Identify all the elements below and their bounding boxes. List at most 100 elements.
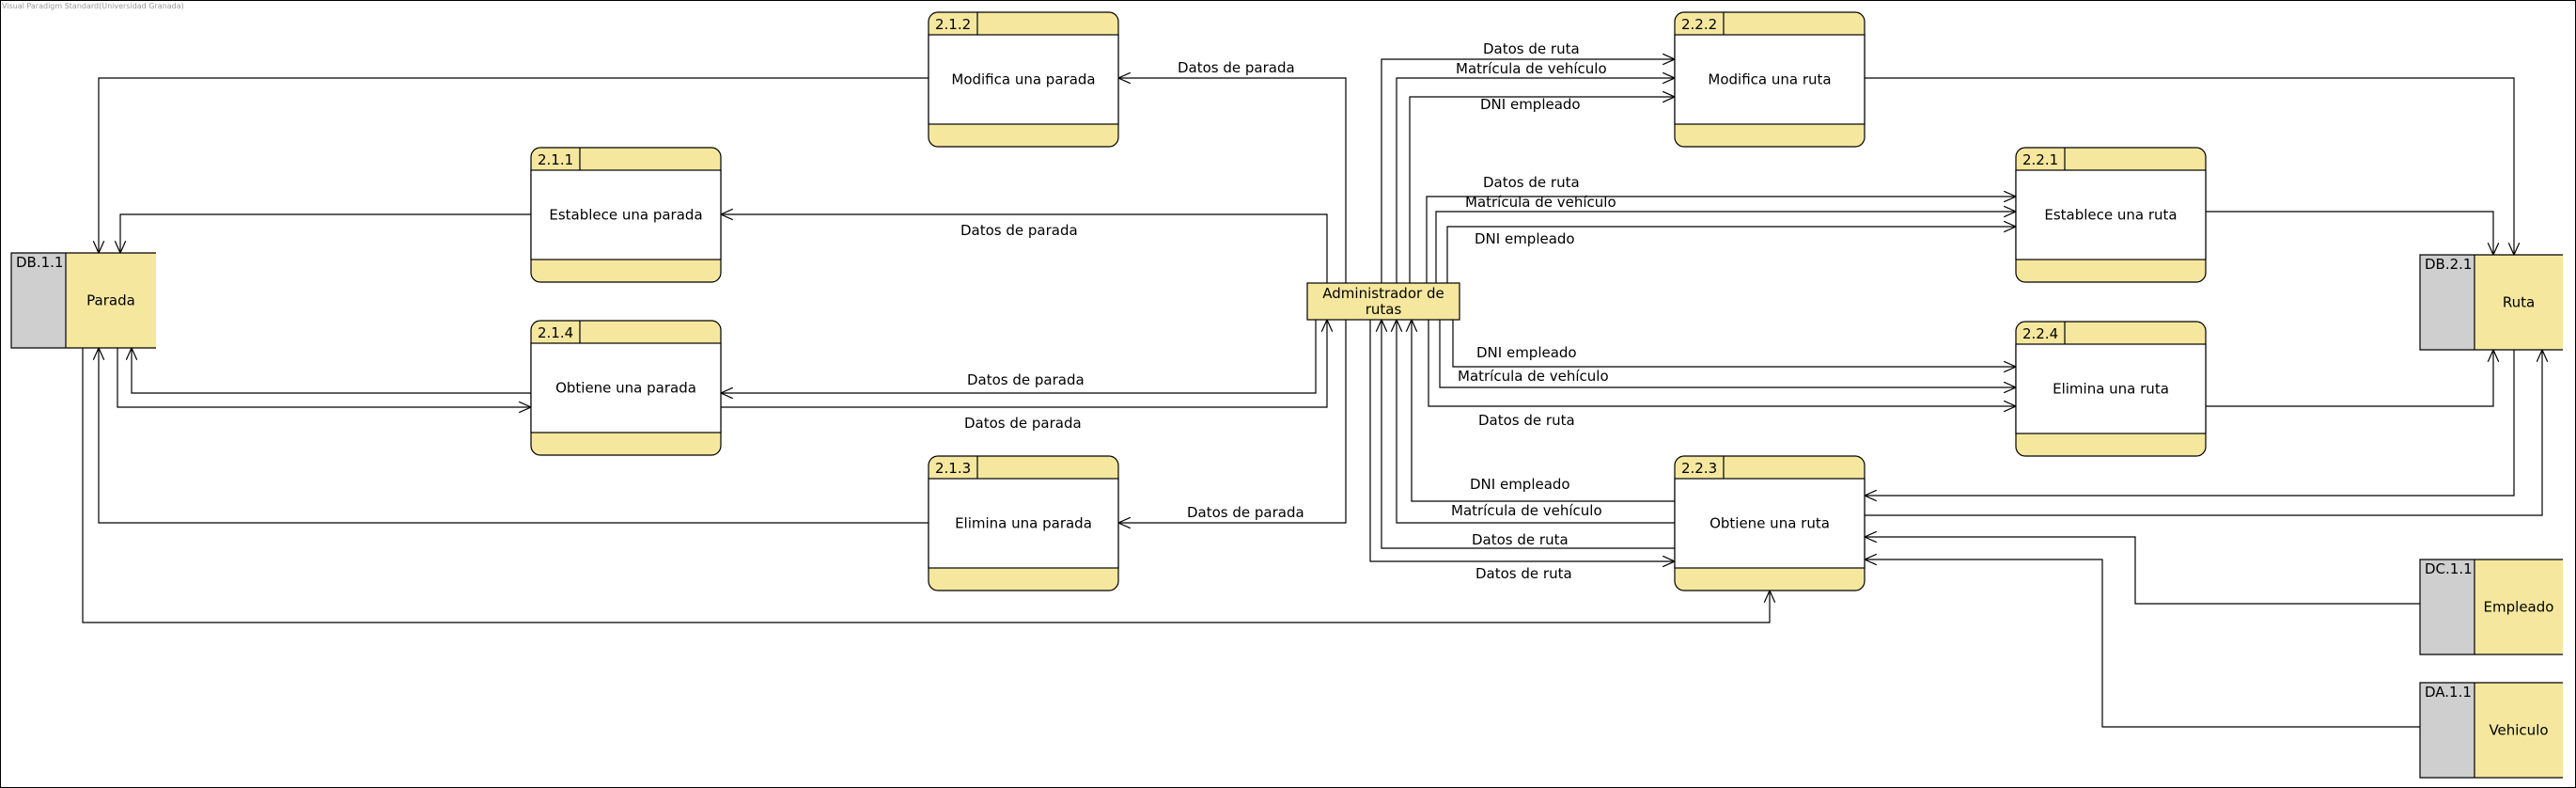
flow-label: Datos de parada xyxy=(960,222,1078,239)
flow-admin-to-2-1-3[interactable] xyxy=(1116,320,1347,529)
flow-admin-to-2-1-1[interactable] xyxy=(719,208,1328,283)
flow-label: Matrícula de vehículo xyxy=(1451,502,1602,519)
flow-2-1-4-to-parada[interactable] xyxy=(125,346,531,394)
flow-admin-to-2-2-4-ruta[interactable] xyxy=(1428,320,2018,413)
flow-line xyxy=(2206,350,2494,407)
flow-line xyxy=(1428,320,2016,407)
process-id: 2.1.4 xyxy=(538,324,573,341)
flow-line xyxy=(1865,77,2515,255)
flow-line xyxy=(1865,559,2420,728)
flow-line xyxy=(1865,536,2420,605)
flow-label: Datos de parada xyxy=(964,415,1082,432)
flow-empleado-to-2-2-3[interactable] xyxy=(1863,530,2420,605)
flow-line xyxy=(721,320,1317,394)
flow-line xyxy=(1396,77,1675,283)
flow-line xyxy=(1452,320,2016,368)
flow-admin-to-2-2-2-ruta[interactable] xyxy=(1381,53,1677,283)
flow-label: Datos de parada xyxy=(1178,59,1295,76)
process-name: Modifica una ruta xyxy=(1708,71,1831,88)
flow-label: DNI empleado xyxy=(1476,344,1577,361)
flow-label: DNI empleado xyxy=(1470,476,1570,493)
process-id: 2.1.3 xyxy=(935,460,971,477)
flow-label: Matrícula de vehículo xyxy=(1458,368,1609,385)
process-body xyxy=(1674,478,1866,569)
flow-label: Matrícula de vehículo xyxy=(1456,60,1607,77)
process-name: Obtiene una parada xyxy=(555,380,696,397)
flow-2-1-3-to-parada[interactable] xyxy=(92,346,929,524)
process-id: 2.1.2 xyxy=(935,16,971,33)
datastore-outline xyxy=(10,252,156,349)
process-id: 2.2.4 xyxy=(2022,325,2058,342)
datastore-name: Empleado xyxy=(2484,599,2554,616)
process-id: 2.2.3 xyxy=(1681,460,1717,477)
datastore-id: DA.1.1 xyxy=(2425,684,2472,701)
entity-name-line1: Administrador de xyxy=(1322,285,1444,302)
process-name: Establece una parada xyxy=(549,207,702,224)
flow-line xyxy=(119,213,531,253)
process-name: Elimina una parada xyxy=(955,515,1092,532)
flow-2-1-1-to-parada[interactable] xyxy=(114,213,531,255)
datastore-id-box xyxy=(2420,683,2475,778)
flow-line xyxy=(1411,320,1675,502)
datastore-outline xyxy=(2419,254,2563,351)
flow-line xyxy=(82,348,1771,623)
flow-line xyxy=(1439,320,2016,388)
flow-2-1-2-to-parada[interactable] xyxy=(92,77,929,255)
process-body xyxy=(2015,169,2207,260)
flow-label: Matrícula de vehículo xyxy=(1465,194,1616,211)
process-id: 2.1.1 xyxy=(538,151,573,168)
flow-2-1-4-to-admin[interactable] xyxy=(721,318,1334,408)
process-id: 2.2.1 xyxy=(2022,151,2058,168)
flow-admin-to-2-1-2[interactable] xyxy=(1116,71,1347,283)
flow-line xyxy=(2206,211,2494,255)
datastore-id: DB.2.1 xyxy=(2425,256,2472,273)
process-name: Establece una ruta xyxy=(2044,207,2177,224)
flow-2-2-1-to-ruta[interactable] xyxy=(2206,211,2500,257)
entity-box xyxy=(1306,282,1460,321)
process-id: 2.2.2 xyxy=(1681,16,1717,33)
flow-2-2-4-to-ruta[interactable] xyxy=(2206,348,2500,407)
flow-line xyxy=(98,77,929,253)
flow-label: DNI empleado xyxy=(1480,96,1581,113)
flow-line xyxy=(1118,77,1347,283)
datastore-outline xyxy=(2419,559,2563,655)
datastore-outline xyxy=(2419,682,2563,779)
flow-line xyxy=(1865,350,2515,496)
datastore-name-box xyxy=(2475,559,2563,654)
process-name: Modifica una parada xyxy=(951,71,1095,88)
entity-name-line2: rutas xyxy=(1366,301,1402,318)
flow-line xyxy=(1396,320,1675,524)
flow-vehiculo-to-2-2-3[interactable] xyxy=(1863,553,2420,728)
flow-line xyxy=(721,320,1328,408)
flow-line xyxy=(98,348,929,524)
flow-line xyxy=(1381,320,1675,549)
datastore-id-box xyxy=(2420,559,2475,654)
process-name: Obtiene una ruta xyxy=(1710,515,1830,532)
datastore-id: DB.1.1 xyxy=(16,254,63,271)
flow-label: DNI empleado xyxy=(1475,230,1575,247)
process-body xyxy=(928,34,1119,125)
flow-parada-to-2-1-4[interactable] xyxy=(117,348,533,414)
flow-line xyxy=(1426,196,2016,283)
datastore-id-box xyxy=(11,253,66,348)
flow-line xyxy=(1435,211,2016,283)
flow-line xyxy=(1118,320,1347,524)
flow-line xyxy=(1446,226,2016,283)
datastore-name: Parada xyxy=(86,292,135,309)
flow-label: Datos de ruta xyxy=(1478,412,1575,429)
